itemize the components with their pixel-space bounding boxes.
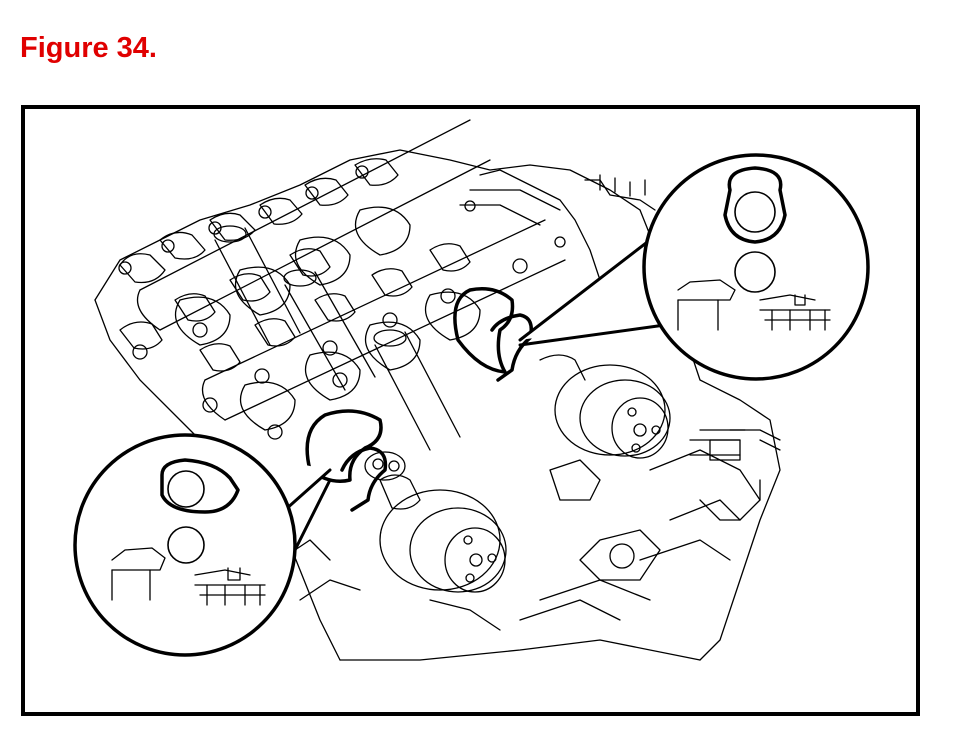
- figure-title: Figure 34.: [20, 32, 157, 64]
- figure-frame: [21, 105, 920, 716]
- spark-plug-tubes: [213, 225, 461, 451]
- cam-caps: [118, 158, 566, 440]
- highlighted-cam-lobes: [305, 287, 533, 512]
- camshafts: [136, 119, 566, 431]
- callout-lower-left: [73, 433, 332, 657]
- cam-gears: [364, 354, 741, 593]
- callout-upper-right: [518, 153, 870, 381]
